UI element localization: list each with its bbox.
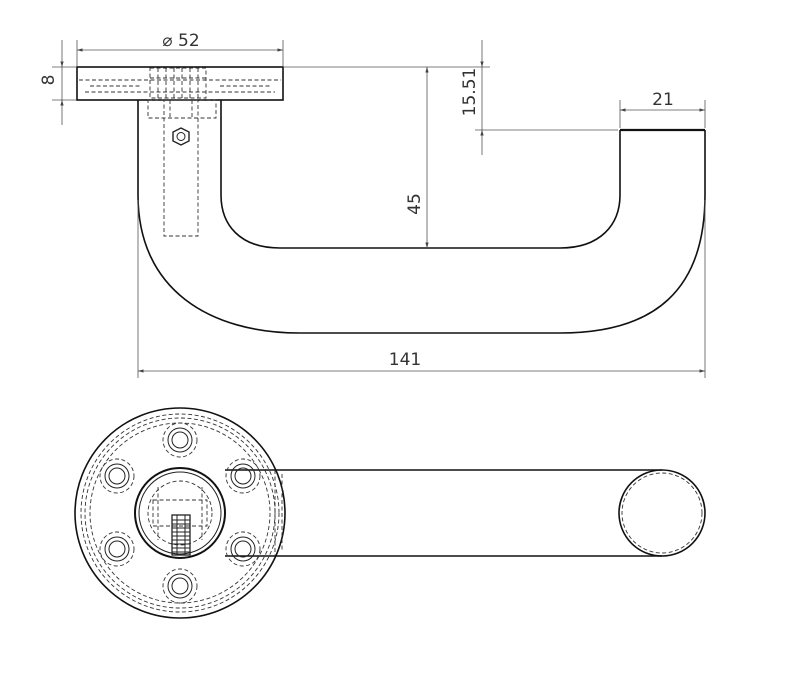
dimension-length: 141 bbox=[137, 200, 706, 378]
hole-2 bbox=[225, 458, 261, 494]
set-screw bbox=[172, 127, 190, 146]
side-view: ⌀ 52 8 45 15.51 bbox=[39, 31, 706, 378]
flange-diameter-label: ⌀ 52 bbox=[162, 31, 199, 51]
dimension-projection: 45 bbox=[283, 66, 440, 248]
flange-thickness-label: 8 bbox=[39, 75, 59, 86]
mounting-holes bbox=[99, 422, 261, 604]
hole-4 bbox=[162, 568, 198, 604]
grip-diameter-label: 21 bbox=[652, 90, 674, 110]
hidden-spindle bbox=[147, 99, 217, 237]
top-view bbox=[74, 407, 706, 619]
hole-5 bbox=[99, 531, 135, 567]
dimension-grip-diameter: 21 bbox=[619, 90, 706, 128]
hole-1 bbox=[162, 422, 198, 458]
dimension-rise: 15.51 bbox=[440, 40, 618, 155]
dimension-flange-diameter: ⌀ 52 bbox=[76, 31, 284, 66]
dimension-flange-thickness: 8 bbox=[39, 40, 76, 125]
flange-rose bbox=[76, 66, 284, 101]
rise-label: 15.51 bbox=[460, 68, 480, 117]
hole-3 bbox=[225, 531, 261, 567]
lever-top bbox=[225, 469, 706, 557]
central-boss bbox=[134, 467, 226, 559]
projection-label: 45 bbox=[405, 193, 425, 215]
hole-6 bbox=[99, 458, 135, 494]
length-label: 141 bbox=[389, 350, 421, 370]
handle-body bbox=[137, 100, 706, 334]
set-screw-top bbox=[171, 514, 191, 556]
rose-top bbox=[74, 407, 286, 619]
